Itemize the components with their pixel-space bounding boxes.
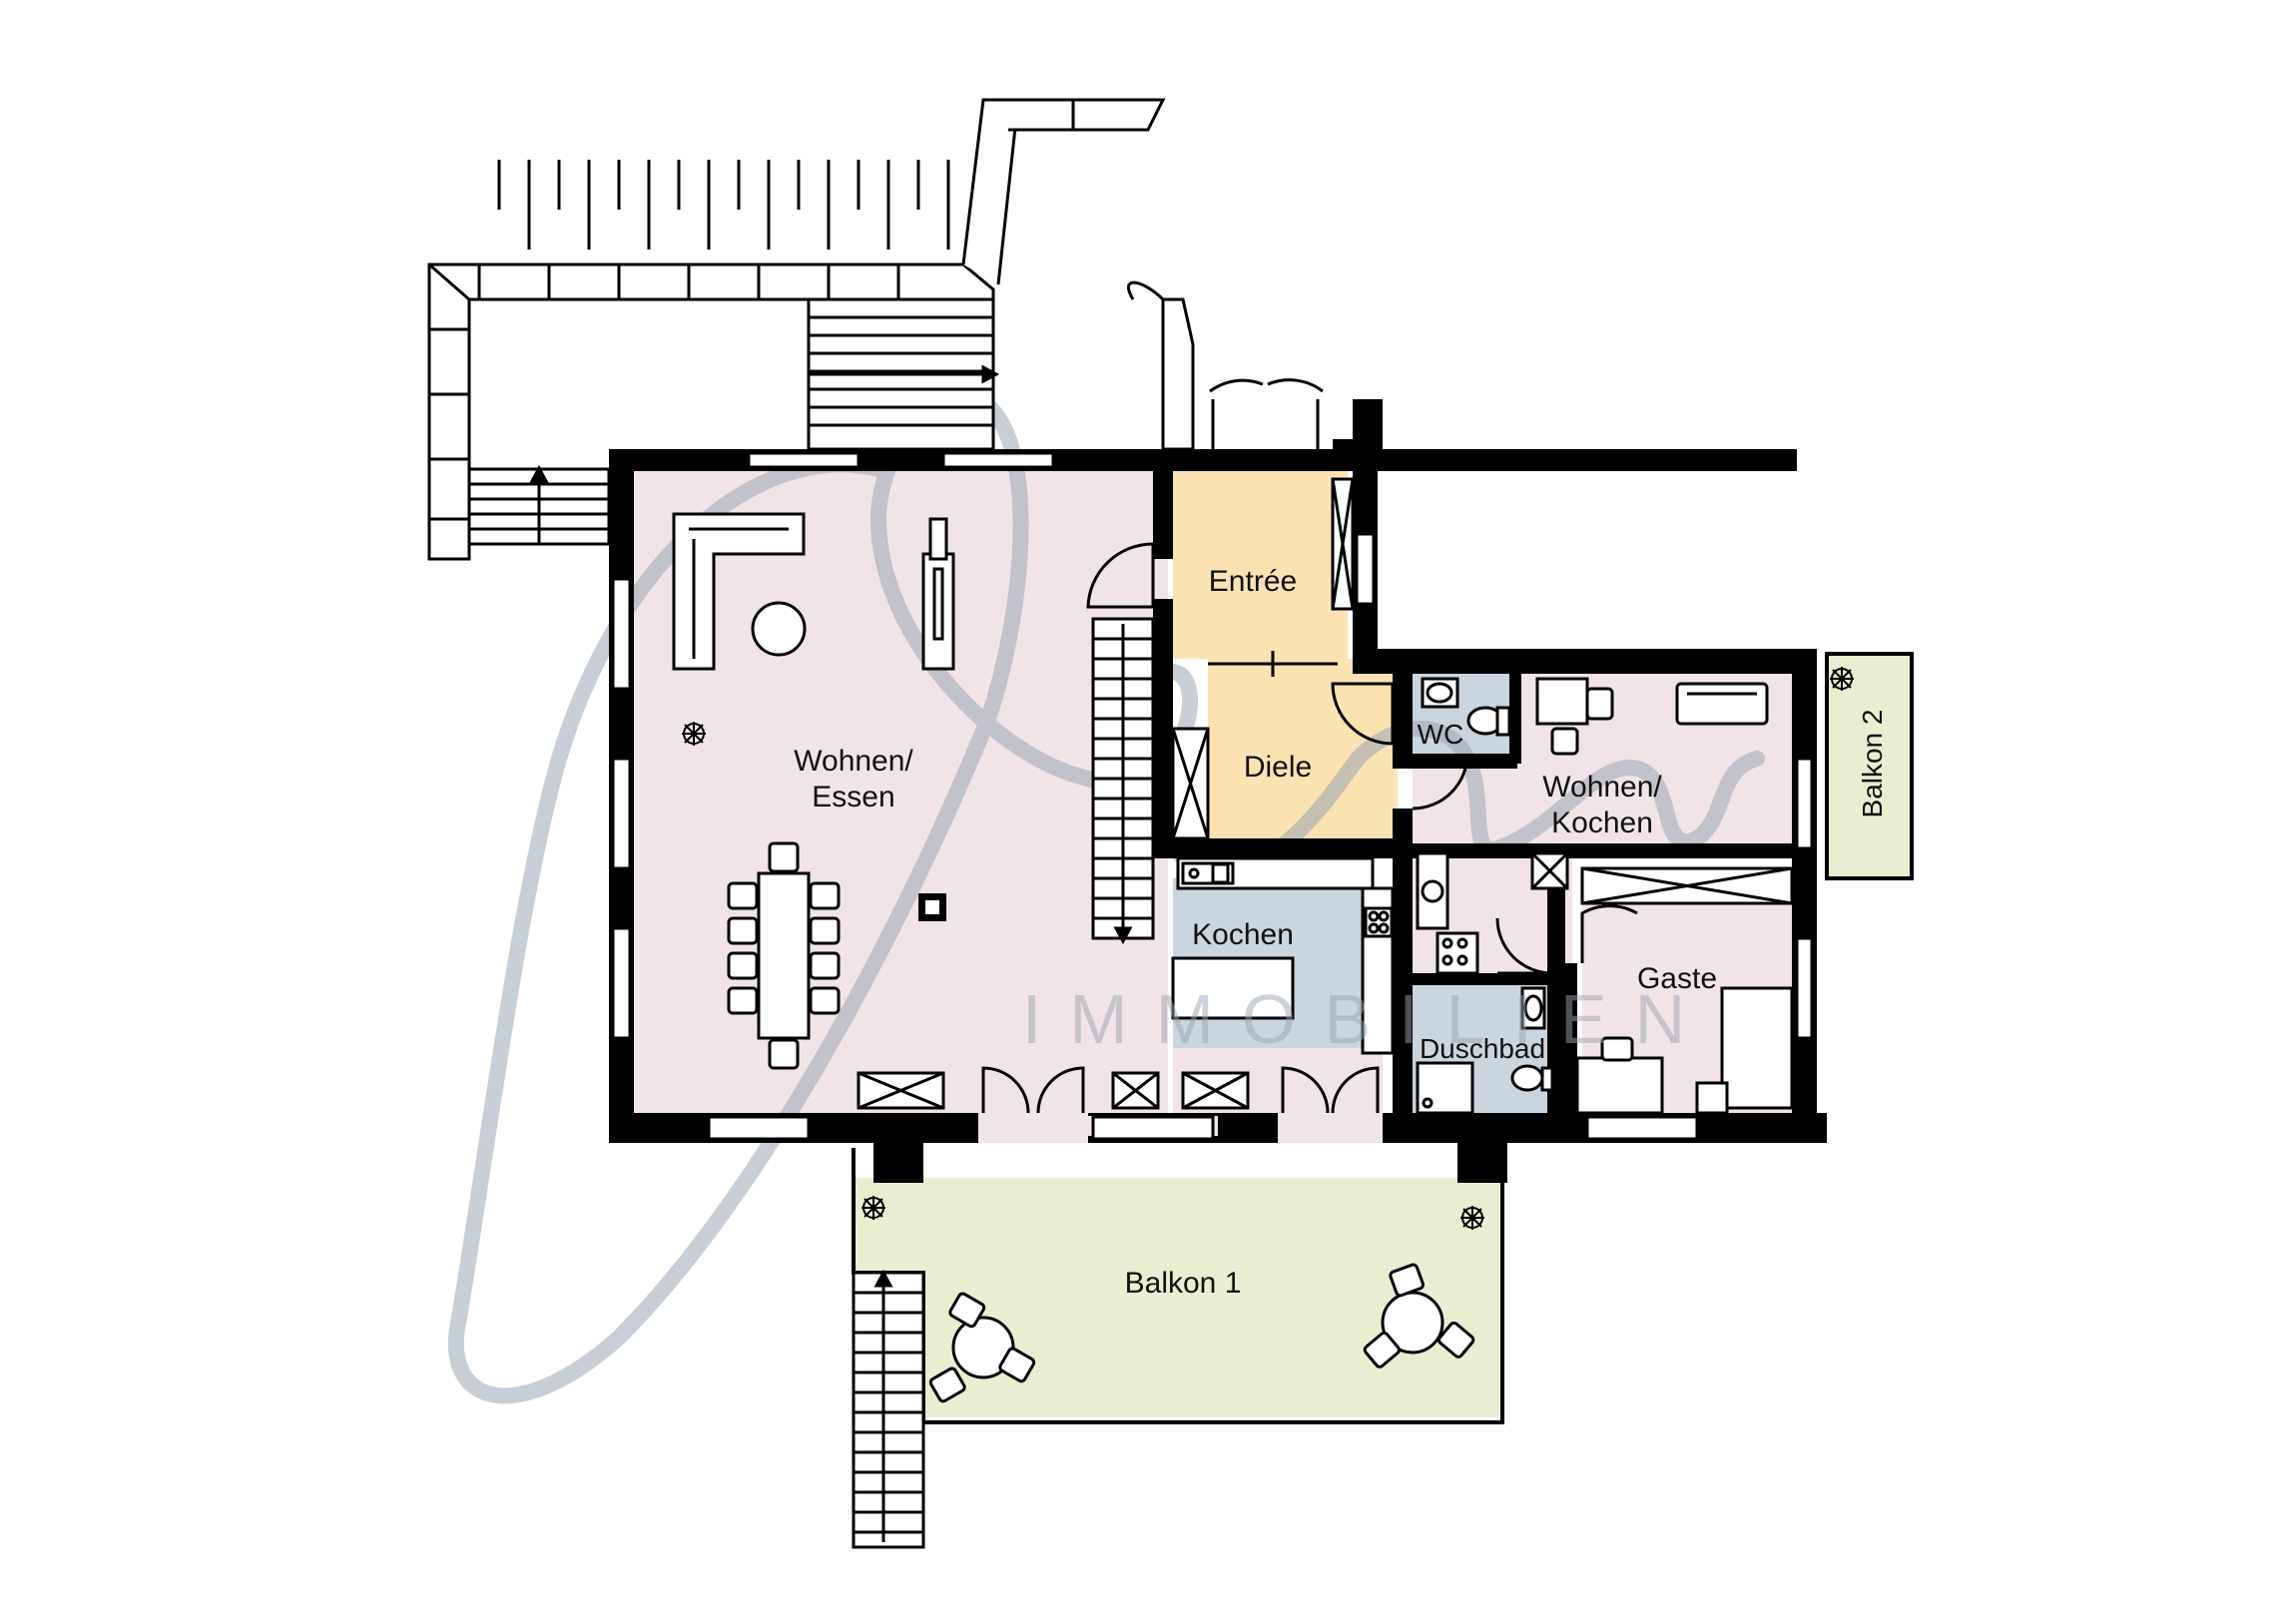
wall-duschbad-top [1413,973,1552,985]
sofa [672,512,806,671]
entree-floor [1173,469,1348,659]
plant-icon [682,722,706,746]
dining-table [757,871,811,1040]
window-right-2 [1795,936,1814,1040]
window-left-2 [611,757,632,870]
duschbad-toilet [1510,1064,1544,1092]
plant-icons [682,667,1854,1230]
window-top-2 [941,451,1055,469]
column-small-inner [925,900,939,914]
wall-entree-left [1153,469,1173,559]
window-bottom-1 [707,1115,811,1141]
wall-bath-right [1547,853,1565,1113]
label-wc: WC [1418,719,1464,750]
doors [981,378,1638,1114]
label-kochen: Kochen [1192,918,1294,951]
wall-gaste-left [1565,963,1577,1113]
plant-icon [1830,667,1854,691]
wall-wohnen-kochen-bottom [1413,843,1802,858]
furniture [672,477,1794,1403]
label-entree: Entrée [1209,565,1297,598]
balkon2-outline [1825,652,1914,880]
wall-top-main [609,449,1797,471]
kitchen-island [1171,956,1295,1020]
dining-chairs [727,841,841,1070]
window-left-1 [611,577,632,691]
wohnen-essen-floor [634,469,1168,1113]
wall-wc-right [1509,674,1521,764]
window-top-1 [747,451,861,469]
stairs-bottom [852,1271,925,1549]
label-balkon1: Balkon 1 [1125,1267,1242,1300]
label-balkon2: Balkon 2 [1857,710,1888,818]
label-duschbad: Duschbad [1420,1033,1545,1064]
wall-right-block-top [1353,649,1817,674]
bench-l-shape [427,263,995,561]
window-right-1 [1795,757,1814,850]
wall-wc-bottom [1393,754,1517,769]
wall-diele-right-lower [1393,809,1413,1113]
pillar-right [1457,1138,1507,1183]
balkon2-floor [1827,654,1912,878]
label-wohnen-essen-line1: Wohnen/ [794,745,913,778]
balcony-table-left [928,1292,1036,1403]
coffee-table [751,601,807,657]
pillar-top-entree [1358,399,1383,459]
wall-diele-right [1393,659,1413,754]
wall-diele-left [1153,659,1173,858]
stair-arrows [529,364,1283,1542]
window-bottom-2 [1585,1115,1699,1141]
window-left-3 [611,926,632,1040]
wall-kochen-top [1153,838,1403,858]
pillar-left [873,1138,923,1183]
window-entree [1355,532,1376,606]
wall-right-block-right [1792,649,1817,1143]
label-diele: Diele [1244,751,1312,784]
windows [611,451,1814,1141]
label-wohnen-kochen-line2: Kochen [1551,807,1653,839]
sofa-small [1675,682,1769,726]
label-gaste: Gaste [1637,962,1717,995]
balcony-table-right [1363,1263,1475,1368]
window-bottom-3 [1091,1115,1215,1141]
plant-icon [861,1196,885,1220]
label-wohnen-kochen-line1: Wohnen/ [1542,771,1662,804]
watermark-text: IMMOBILIEN [1022,980,1713,1058]
entry-path [1161,297,1195,451]
room-labels: Wohnen/ Essen Entrée Diele Kochen WC Woh… [794,565,1888,1300]
label-wohnen-essen-line2: Essen [812,781,894,813]
gaste-bed [1720,986,1794,1110]
plant-icon [1460,1206,1484,1230]
